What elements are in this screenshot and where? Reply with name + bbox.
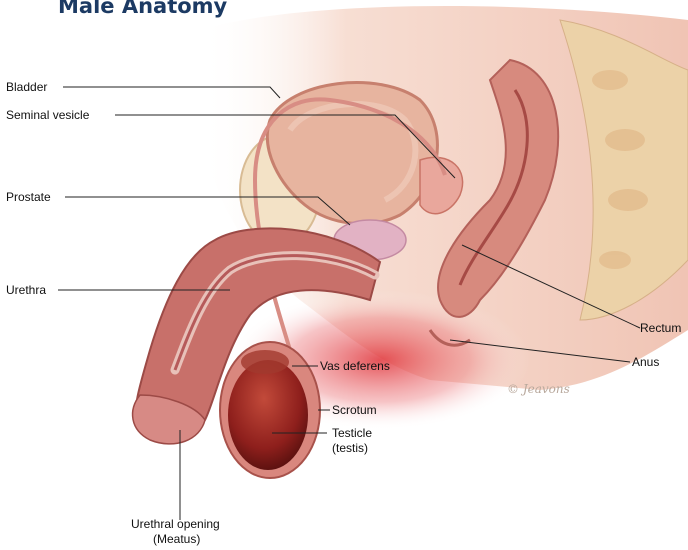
label-urethra: Urethra bbox=[6, 283, 46, 297]
label-urethral-opening: Urethral opening bbox=[131, 517, 220, 531]
label-bladder: Bladder bbox=[6, 80, 47, 94]
label-prostate: Prostate bbox=[6, 190, 51, 204]
label-meatus: (Meatus) bbox=[153, 532, 200, 546]
label-rectum: Rectum bbox=[640, 321, 681, 335]
label-vas-deferens: Vas deferens bbox=[320, 359, 390, 373]
label-testis: (testis) bbox=[332, 441, 368, 455]
label-seminal-vesicle: Seminal vesicle bbox=[6, 108, 90, 122]
label-testicle: Testicle bbox=[332, 426, 372, 440]
artist-signature: © Jeavons bbox=[507, 382, 570, 396]
testicle-organ bbox=[228, 360, 308, 470]
label-scrotum: Scrotum bbox=[332, 403, 377, 417]
label-anus: Anus bbox=[632, 355, 659, 369]
